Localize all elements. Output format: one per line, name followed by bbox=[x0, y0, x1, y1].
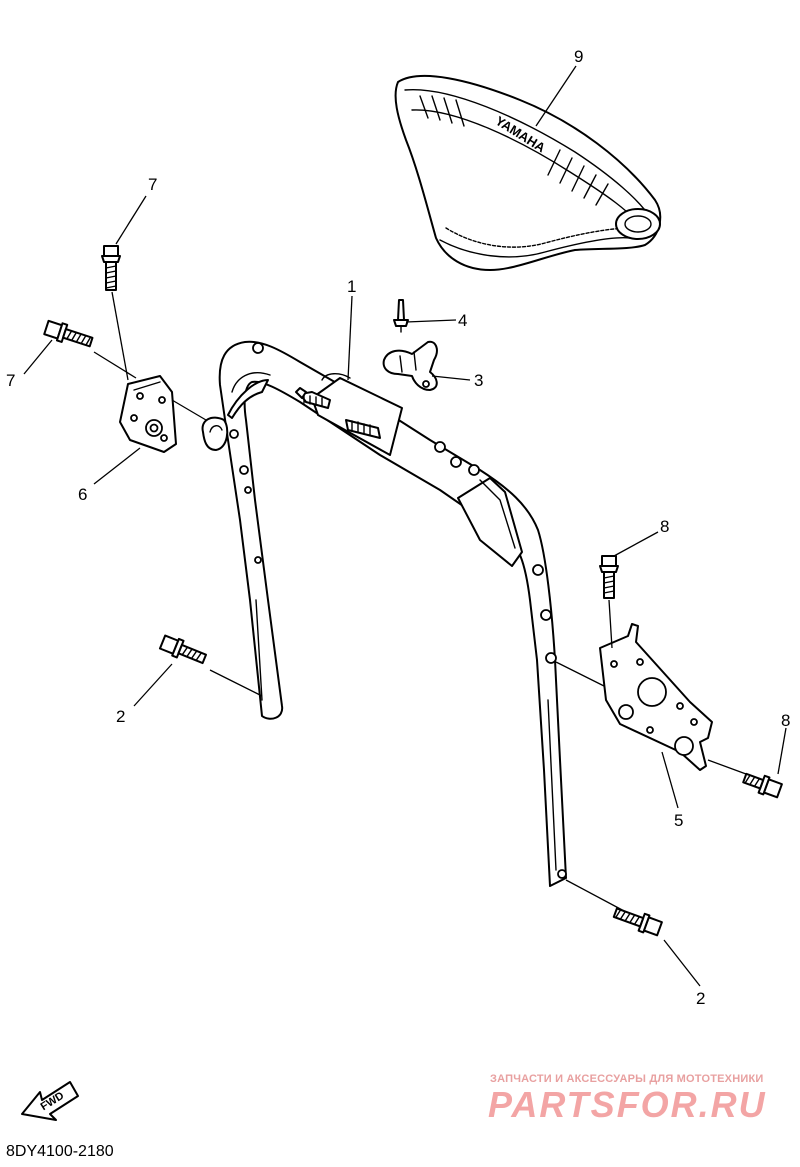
bolt-part-2-right bbox=[612, 907, 663, 937]
diagram-code: 8DY4100-2180 bbox=[6, 1143, 114, 1160]
watermark-logo: PARTSFOR.RU bbox=[488, 1084, 767, 1125]
lanyard-ring bbox=[201, 416, 229, 451]
handlebar-frame-part-1 bbox=[218, 340, 567, 887]
callout-2-left: 2 bbox=[116, 707, 125, 726]
callout-2-right: 2 bbox=[696, 989, 705, 1008]
callout-5: 5 bbox=[674, 811, 683, 830]
bolt-part-7-top bbox=[101, 245, 121, 291]
leader-lines bbox=[23, 65, 787, 987]
callout-8-right: 8 bbox=[781, 711, 790, 730]
callout-4: 4 bbox=[458, 311, 467, 330]
bolt-part-8-right bbox=[742, 772, 783, 799]
fwd-arrow: FWD bbox=[21, 1081, 79, 1121]
clip-part-3 bbox=[382, 340, 438, 391]
bolt-part-2-left bbox=[158, 634, 207, 665]
rivet-part-4 bbox=[393, 299, 409, 333]
callout-9: 9 bbox=[574, 47, 583, 66]
callout-1: 1 bbox=[347, 277, 356, 296]
housing-screws bbox=[295, 387, 307, 399]
callout-7-top: 7 bbox=[148, 175, 157, 194]
callout-3: 3 bbox=[474, 371, 483, 390]
bolt-part-7-left bbox=[43, 319, 94, 348]
watermark-tagline: ЗАПЧАСТИ И АКСЕССУАРЫ ДЛЯ МОТОТЕХНИКИ bbox=[490, 1073, 764, 1085]
seat-part-9: YAMAHA bbox=[394, 75, 662, 271]
callouts: 9 7 7 6 1 4 3 2 2 8 8 5 bbox=[6, 47, 790, 1008]
callout-6: 6 bbox=[78, 485, 87, 504]
bracket-part-6 bbox=[119, 375, 177, 453]
bracket-part-5 bbox=[599, 623, 713, 771]
callout-8-top: 8 bbox=[660, 517, 669, 536]
callout-7-left: 7 bbox=[6, 371, 15, 390]
bolt-part-8-top bbox=[599, 555, 619, 599]
